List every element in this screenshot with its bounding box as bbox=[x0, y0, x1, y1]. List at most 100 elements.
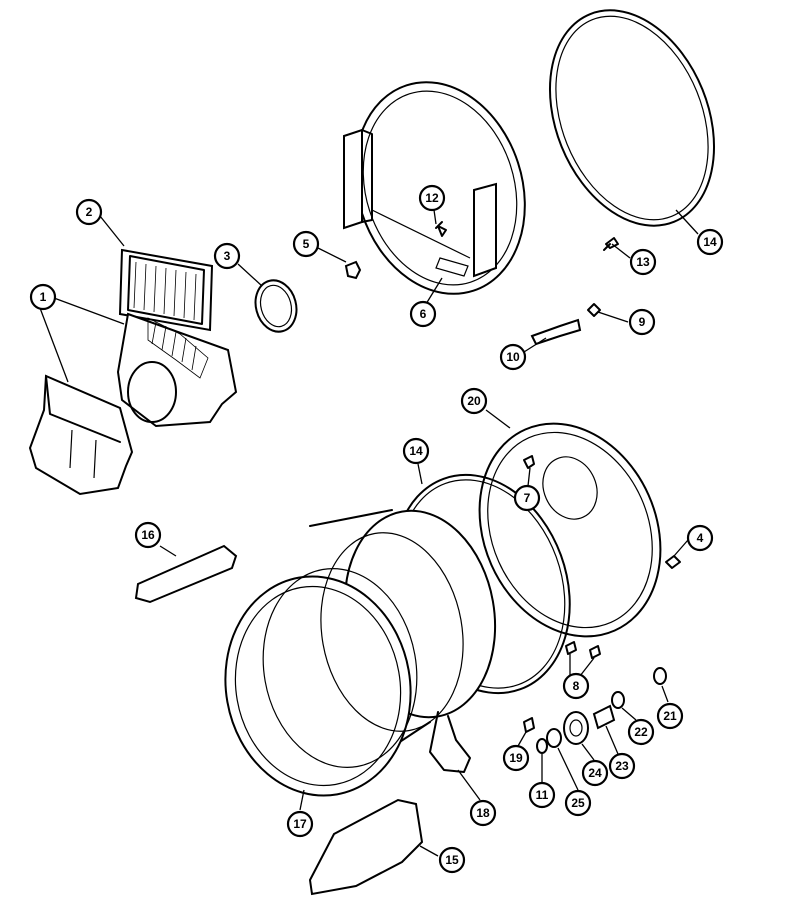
callout-15-label: 15 bbox=[445, 853, 459, 867]
callout-18-label: 18 bbox=[476, 806, 490, 820]
leader-3 bbox=[237, 263, 263, 287]
callout-13: 13 bbox=[629, 248, 657, 276]
leader-10 bbox=[523, 337, 547, 353]
part-screw-19 bbox=[523, 717, 535, 733]
callout-7-label: 7 bbox=[524, 491, 531, 505]
part-clip-5 bbox=[344, 260, 362, 280]
leader-13 bbox=[611, 243, 631, 259]
part-front-bulkhead bbox=[343, 81, 526, 295]
part-screw-9 bbox=[587, 303, 601, 317]
callout-6-label: 6 bbox=[420, 307, 427, 321]
callout-5-label: 5 bbox=[303, 237, 310, 251]
callout-11: 11 bbox=[528, 781, 556, 809]
callout-25: 25 bbox=[564, 789, 592, 817]
callout-14-lower: 14 bbox=[402, 437, 430, 465]
callout-20: 20 bbox=[460, 387, 488, 415]
part-pulley-24 bbox=[563, 711, 589, 745]
leader-24 bbox=[581, 743, 595, 761]
leader-1-lower bbox=[39, 307, 69, 383]
leader-20 bbox=[485, 409, 511, 429]
callout-14-top: 14 bbox=[696, 228, 724, 256]
callout-16-label: 16 bbox=[141, 528, 155, 542]
callout-18: 18 bbox=[469, 799, 497, 827]
leader-17 bbox=[299, 789, 305, 811]
callout-16: 16 bbox=[134, 521, 162, 549]
part-drum-seal-ring-top bbox=[548, 9, 716, 227]
leader-19 bbox=[517, 731, 527, 747]
callout-6: 6 bbox=[409, 300, 437, 328]
callout-21: 21 bbox=[656, 702, 684, 730]
callout-13-label: 13 bbox=[636, 255, 650, 269]
leader-23 bbox=[605, 725, 619, 755]
leader-15 bbox=[419, 845, 439, 857]
callout-12-label: 12 bbox=[425, 191, 439, 205]
leader-5 bbox=[317, 247, 347, 263]
part-washer-21 bbox=[653, 667, 667, 685]
callout-19: 19 bbox=[502, 744, 530, 772]
part-drum bbox=[224, 509, 497, 797]
callout-5: 5 bbox=[292, 230, 320, 258]
leader-12 bbox=[433, 209, 437, 225]
callout-22: 22 bbox=[627, 718, 655, 746]
callout-9: 9 bbox=[628, 308, 656, 336]
part-support-16 bbox=[134, 544, 238, 604]
part-washer-22 bbox=[611, 691, 625, 709]
leader-2 bbox=[99, 215, 125, 247]
part-washer-11 bbox=[536, 738, 548, 754]
part-screw-13 bbox=[603, 237, 619, 251]
part-shaft-23 bbox=[592, 704, 616, 730]
callout-3-label: 3 bbox=[224, 249, 231, 263]
part-rear-bulkhead bbox=[478, 422, 662, 638]
callout-10-label: 10 bbox=[506, 350, 520, 364]
callout-24-label: 24 bbox=[588, 766, 602, 780]
callout-4-label: 4 bbox=[697, 531, 704, 545]
callout-2-label: 2 bbox=[86, 205, 93, 219]
leader-21 bbox=[661, 685, 669, 703]
callout-14-top-label: 14 bbox=[703, 235, 717, 249]
callout-3: 3 bbox=[213, 242, 241, 270]
callout-24: 24 bbox=[581, 759, 609, 787]
callout-17: 17 bbox=[286, 810, 314, 838]
callout-7: 7 bbox=[513, 484, 541, 512]
part-cover-15 bbox=[308, 798, 424, 896]
leader-16 bbox=[159, 545, 177, 557]
callout-17-label: 17 bbox=[293, 817, 307, 831]
callout-14-lower-label: 14 bbox=[409, 444, 423, 458]
part-filter-housing-upper bbox=[116, 312, 238, 428]
callout-2: 2 bbox=[75, 198, 103, 226]
part-fasteners-8 bbox=[565, 641, 601, 659]
callout-10: 10 bbox=[499, 343, 527, 371]
callout-8-label: 8 bbox=[573, 679, 580, 693]
leader-1-upper bbox=[53, 297, 125, 325]
callout-15: 15 bbox=[438, 846, 466, 874]
callout-20-label: 20 bbox=[467, 394, 481, 408]
callout-21-label: 21 bbox=[663, 709, 677, 723]
part-screw-12 bbox=[435, 221, 447, 237]
part-screw-4 bbox=[665, 555, 681, 569]
leader-9 bbox=[597, 311, 629, 323]
callout-25-label: 25 bbox=[571, 796, 585, 810]
part-lint-filter bbox=[118, 248, 214, 332]
leader-6 bbox=[425, 277, 443, 305]
callout-11-label: 11 bbox=[536, 788, 549, 802]
part-bracket-10 bbox=[530, 318, 582, 346]
callout-4: 4 bbox=[686, 524, 714, 552]
callout-22-label: 22 bbox=[634, 725, 648, 739]
part-duct-lower bbox=[28, 374, 134, 496]
part-seal-ring-3 bbox=[254, 279, 298, 333]
leader-7 bbox=[527, 467, 531, 487]
part-fastener-7 bbox=[523, 455, 535, 469]
callout-8: 8 bbox=[562, 672, 590, 700]
callout-23-label: 23 bbox=[615, 759, 629, 773]
leader-25 bbox=[557, 747, 579, 791]
leader-8b bbox=[579, 657, 595, 677]
leader-lines bbox=[39, 209, 699, 857]
leader-4 bbox=[673, 539, 689, 557]
leader-14-top bbox=[675, 209, 699, 235]
callout-12: 12 bbox=[418, 184, 446, 212]
leader-22 bbox=[621, 707, 637, 721]
callout-1: 1 bbox=[29, 283, 57, 311]
part-bearing-25 bbox=[546, 728, 562, 748]
leader-14-lower bbox=[417, 463, 423, 485]
